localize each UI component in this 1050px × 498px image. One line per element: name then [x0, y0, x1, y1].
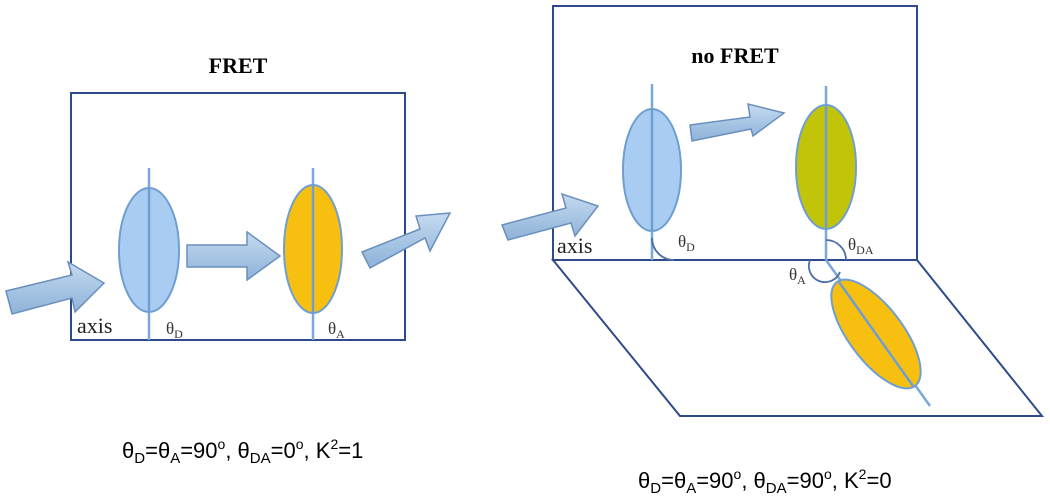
- fret-title: FRET: [209, 53, 268, 78]
- donor-angle-label: θD: [166, 319, 183, 341]
- acceptor-angle-arc: [807, 259, 841, 284]
- excitation-arrow: [500, 192, 600, 241]
- no-fret-equation: θD=θA=90o, θDA=90o, K2=0: [638, 466, 892, 497]
- no-fret-panel: no FRET axis θD θDA θA θD=θA=90o, θDA=90…: [500, 5, 1045, 497]
- axis-label: axis: [557, 233, 592, 258]
- acceptor-angle-label: θA: [789, 265, 806, 287]
- acceptor-angle-label: θA: [328, 319, 345, 341]
- axis-label: axis: [77, 313, 112, 338]
- transfer-arrow: [689, 102, 786, 142]
- da-angle-arc: [825, 239, 847, 261]
- fret-frame: [70, 92, 406, 341]
- energy-transfer-arrow: [186, 230, 282, 282]
- fret-equation: θD=θA=90o, θDA=0o, K2=1: [122, 436, 363, 467]
- no-fret-title: no FRET: [691, 43, 779, 68]
- horizontal-plane: [550, 259, 1045, 417]
- donor-angle-arc: [651, 237, 675, 261]
- fret-panel: FRET axis θD θA θD=θA=90o, θDA=0o, K2=1: [5, 53, 452, 467]
- emission-arrow: [360, 212, 452, 270]
- da-angle-label: θDA: [848, 235, 874, 257]
- excitation-arrow: [5, 260, 106, 315]
- donor-angle-label: θD: [678, 232, 695, 254]
